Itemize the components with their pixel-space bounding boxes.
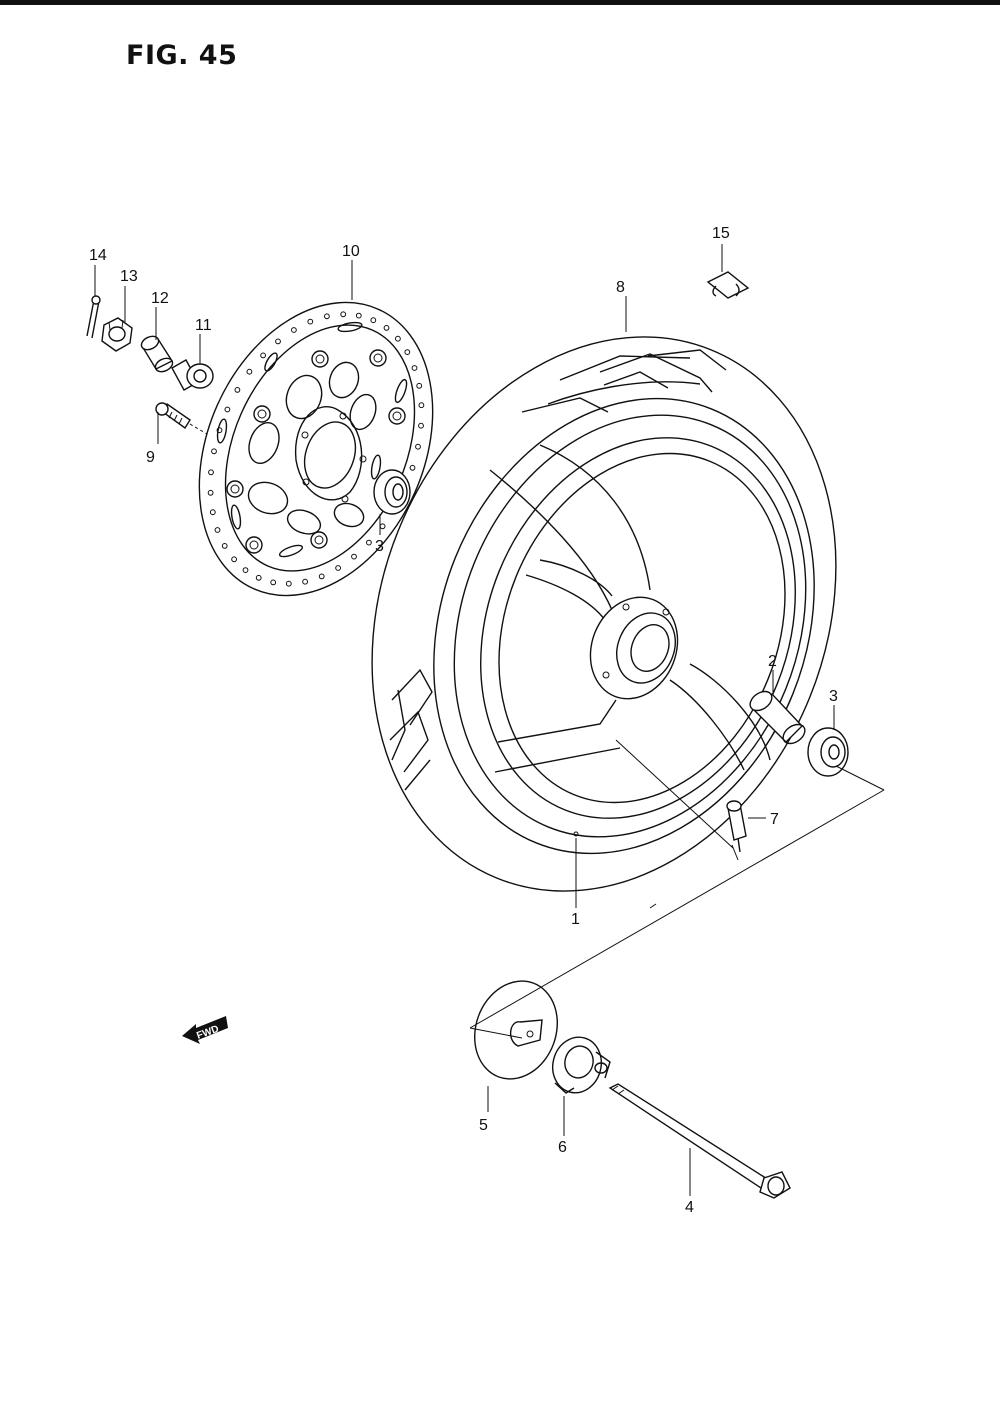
callout-10: 5 bbox=[479, 1117, 488, 1134]
callout-6: 12 bbox=[151, 290, 169, 307]
part-9-speedo-gearbox bbox=[552, 1036, 611, 1094]
disc-drill-hole bbox=[366, 539, 372, 546]
disc-drill-hole bbox=[242, 567, 249, 573]
part-2-spacer bbox=[749, 690, 806, 745]
disc-drill-hole bbox=[307, 318, 314, 325]
disc-drill-hole bbox=[324, 313, 330, 320]
callout-3-left: 3 bbox=[375, 538, 384, 555]
disc-drill-hole bbox=[351, 553, 357, 560]
part-15-clip bbox=[706, 271, 750, 299]
callout-15: 15 bbox=[712, 225, 730, 242]
disc-drill-hole bbox=[246, 368, 253, 375]
disc-drill-hole bbox=[383, 325, 390, 331]
part-11-brake-disc bbox=[198, 301, 434, 597]
callout-1: 1 bbox=[571, 911, 580, 928]
disc-drill-hole bbox=[224, 406, 231, 413]
part-12-disc-bolt bbox=[155, 402, 213, 438]
fwd-direction-arrow-icon: FWD bbox=[182, 1016, 228, 1044]
disc-drill-hole bbox=[255, 574, 262, 581]
disc-drill-hole bbox=[415, 443, 421, 450]
part-14-air-valve bbox=[726, 800, 747, 853]
disc-drill-hole bbox=[275, 338, 281, 345]
callout-4: 4 bbox=[685, 1199, 694, 1216]
disc-drill-hole bbox=[234, 387, 241, 393]
disc-drill-hole bbox=[214, 527, 221, 533]
disc-drill-hole bbox=[231, 556, 238, 563]
disc-drill-hole bbox=[209, 509, 216, 516]
callout-leaders bbox=[94, 244, 835, 1196]
exploded-view-guide-lines bbox=[469, 765, 885, 1039]
disc-drill-hole bbox=[221, 543, 228, 549]
callout-13: 8 bbox=[616, 279, 625, 296]
part-6-spacer bbox=[140, 335, 174, 373]
figure-title: FIG. 45 bbox=[126, 40, 238, 71]
disc-drill-hole bbox=[208, 469, 214, 476]
disc-drill-hole bbox=[404, 349, 411, 356]
callout-5: 11 bbox=[195, 317, 212, 334]
top-border-rule bbox=[0, 0, 1000, 5]
disc-drill-hole bbox=[216, 427, 223, 434]
callout-12: 9 bbox=[146, 449, 155, 466]
callout-3-right: 3 bbox=[829, 688, 838, 705]
part-3-bearing-right bbox=[807, 727, 849, 777]
disc-drill-hole bbox=[318, 573, 325, 580]
part-10-disc-cover bbox=[474, 980, 558, 1080]
part-4-axle bbox=[608, 1083, 791, 1199]
callout-2: 2 bbox=[768, 653, 777, 670]
disc-drill-hole bbox=[416, 382, 423, 389]
disc-drill-hole bbox=[355, 312, 362, 319]
disc-drill-hole bbox=[211, 448, 217, 455]
disc-drill-hole bbox=[418, 402, 425, 409]
callout-9: 6 bbox=[558, 1139, 567, 1156]
disc-drill-hole bbox=[370, 317, 377, 324]
part-5-collar bbox=[171, 359, 214, 391]
fwd-badge-text: FWD bbox=[195, 1024, 220, 1042]
disc-drill-hole bbox=[409, 464, 416, 471]
disc-drill-hole bbox=[395, 335, 401, 342]
callout-8: 14 bbox=[89, 247, 107, 264]
disc-drill-hole bbox=[418, 422, 424, 429]
callout-14: 7 bbox=[770, 811, 779, 828]
callout-labels: 14 13 12 11 10 9 3 8 15 2 3 7 1 5 6 4 bbox=[89, 225, 838, 1216]
disc-drill-hole bbox=[291, 327, 297, 333]
callout-7: 13 bbox=[120, 268, 138, 285]
wheel-and-tire-assembly bbox=[371, 336, 837, 892]
part-3-bearing-left bbox=[373, 469, 411, 515]
disc-drill-hole bbox=[302, 578, 309, 585]
disc-drill-hole bbox=[207, 489, 214, 496]
callout-11: 10 bbox=[342, 243, 360, 260]
disc-drill-hole bbox=[335, 565, 342, 571]
disc-drill-hole bbox=[270, 579, 277, 586]
disc-drill-hole bbox=[260, 352, 267, 359]
part-7-castle-nut bbox=[101, 317, 133, 352]
disc-drill-hole bbox=[285, 580, 292, 587]
part-8-cotter-pin bbox=[86, 295, 101, 339]
disc-drill-hole bbox=[411, 365, 418, 371]
disc-drill-hole bbox=[340, 311, 347, 318]
